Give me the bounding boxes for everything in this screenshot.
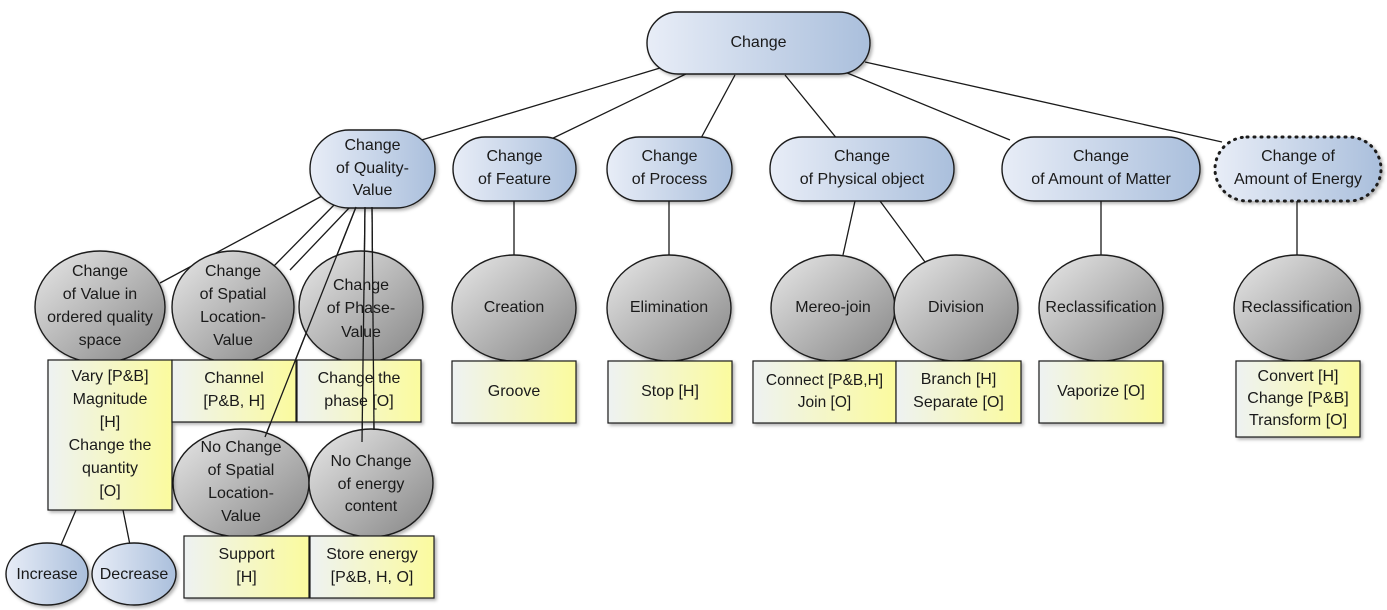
spatial-location-label-text: Change of Spatial Location- Value — [199, 263, 267, 349]
branch-box-label: Branch [H] Separate [O] — [896, 361, 1021, 423]
box-support — [183, 535, 310, 599]
box-groove — [451, 360, 577, 424]
box-convert — [1235, 360, 1361, 438]
category-nodes — [5, 11, 1383, 606]
reclass-matter-label: Reclassification — [1034, 293, 1168, 323]
no-energy-label: No Change of energy content — [309, 447, 433, 523]
quality-label: Change of Quality- Value — [310, 130, 435, 208]
matter-label: Change of Amount of Matter — [1002, 137, 1200, 201]
division-label: Division — [894, 293, 1018, 323]
subtype-nodes — [34, 250, 1361, 538]
node-amount-of-matter — [1001, 136, 1201, 202]
root-label-text: Change — [730, 33, 787, 51]
ordered-value-label-text: Change of Value in ordered quality space — [47, 263, 153, 349]
ordered-value-label: Change of Value in ordered quality space — [35, 251, 165, 363]
box-vaporize — [1038, 360, 1164, 424]
store-energy-box-text: Store energy [P&B, H, O] — [326, 546, 418, 586]
node-decrease — [91, 542, 177, 606]
groove-box-label: Groove — [452, 361, 576, 423]
box-vary — [47, 359, 173, 511]
overlay-lines — [264, 206, 375, 443]
node-process — [606, 136, 733, 202]
node-physical-object — [769, 136, 955, 202]
vary-box-label: Vary [P&B] Magnitude [H] Change the quan… — [48, 360, 172, 510]
feature-label: Change of Feature — [453, 137, 576, 201]
quality-label-text: Change of Quality- Value — [336, 137, 409, 200]
box-stop — [607, 360, 733, 424]
node-change-root — [646, 11, 871, 75]
creation-label: Creation — [452, 293, 576, 323]
feature-label-text: Change of Feature — [478, 148, 551, 188]
energy-label: Change of Amount of Energy — [1215, 137, 1381, 201]
phase-value-label-text: Change of Phase- Value — [326, 277, 396, 341]
box-branch — [895, 360, 1022, 424]
mereo-join-label-text: Mereo-join — [795, 298, 871, 316]
branch-box-text: Branch [H] Separate [O] — [913, 371, 1004, 411]
creation-label-text: Creation — [483, 298, 545, 316]
process-label: Change of Process — [607, 137, 732, 201]
store-energy-box-label: Store energy [P&B, H, O] — [310, 536, 434, 598]
phase-value-label: Change of Phase- Value — [299, 274, 423, 344]
example-boxes — [47, 359, 1361, 599]
physical-label: Change of Physical object — [770, 137, 954, 201]
convert-box-label: Convert [H] Change [P&B] Transform [O] — [1236, 361, 1360, 437]
support-box-text: Support [H] — [218, 546, 275, 586]
connect-box-text: Connect [P&B,H] Join [O] — [765, 372, 884, 411]
reclass-energy-label: Reclassification — [1230, 293, 1364, 323]
support-box-label: Support [H] — [184, 536, 309, 598]
vaporize-box-text: Vaporize [O] — [1057, 382, 1145, 400]
reclass-energy-label-text: Reclassification — [1241, 298, 1353, 316]
reclass-matter-label-text: Reclassification — [1045, 298, 1157, 316]
spatial-location-label: Change of Spatial Location- Value — [172, 251, 294, 363]
node-feature — [452, 136, 577, 202]
mereo-join-label: Mereo-join — [771, 293, 895, 323]
connect-box-label: Connect [P&B,H] Join [O] — [753, 361, 896, 423]
stop-box-text: Stop [H] — [641, 382, 699, 400]
elimination-label-text: Elimination — [629, 298, 709, 316]
division-label-text: Division — [927, 298, 984, 316]
no-spatial-label-text: No Change of Spatial Location- Value — [200, 439, 282, 525]
box-store-energy — [309, 535, 435, 599]
no-energy-label-text: No Change of energy content — [330, 452, 412, 516]
process-label-text: Change of Process — [631, 148, 708, 188]
elimination-label: Elimination — [607, 293, 731, 323]
increase-label: Increase — [6, 560, 88, 590]
node-amount-of-energy — [1213, 135, 1383, 203]
decrease-label-text: Decrease — [99, 565, 169, 583]
box-change-phase — [296, 359, 422, 423]
channel-box-label: Channel [P&B, H] — [172, 360, 296, 422]
no-spatial-label: No Change of Spatial Location- Value — [173, 427, 309, 539]
change-phase-box-label: Change the phase [O] — [297, 360, 421, 422]
increase-label-text: Increase — [16, 565, 78, 583]
root-label: Change — [647, 12, 870, 74]
channel-box-text: Channel [P&B, H] — [203, 370, 265, 410]
vary-box-text: Vary [P&B] Magnitude [H] Change the quan… — [68, 368, 152, 500]
convert-box-text: Convert [H] Change [P&B] Transform [O] — [1247, 367, 1349, 430]
matter-label-text: Change of Amount of Matter — [1031, 148, 1171, 188]
change-phase-box-text: Change the phase [O] — [317, 370, 401, 410]
physical-label-text: Change of Physical object — [799, 148, 925, 188]
stop-box-label: Stop [H] — [608, 361, 732, 423]
decrease-label: Decrease — [92, 560, 176, 590]
vaporize-box-label: Vaporize [O] — [1039, 361, 1163, 423]
groove-box-text: Groove — [487, 382, 541, 400]
node-increase — [5, 542, 89, 606]
energy-label-text: Change of Amount of Energy — [1233, 148, 1363, 188]
